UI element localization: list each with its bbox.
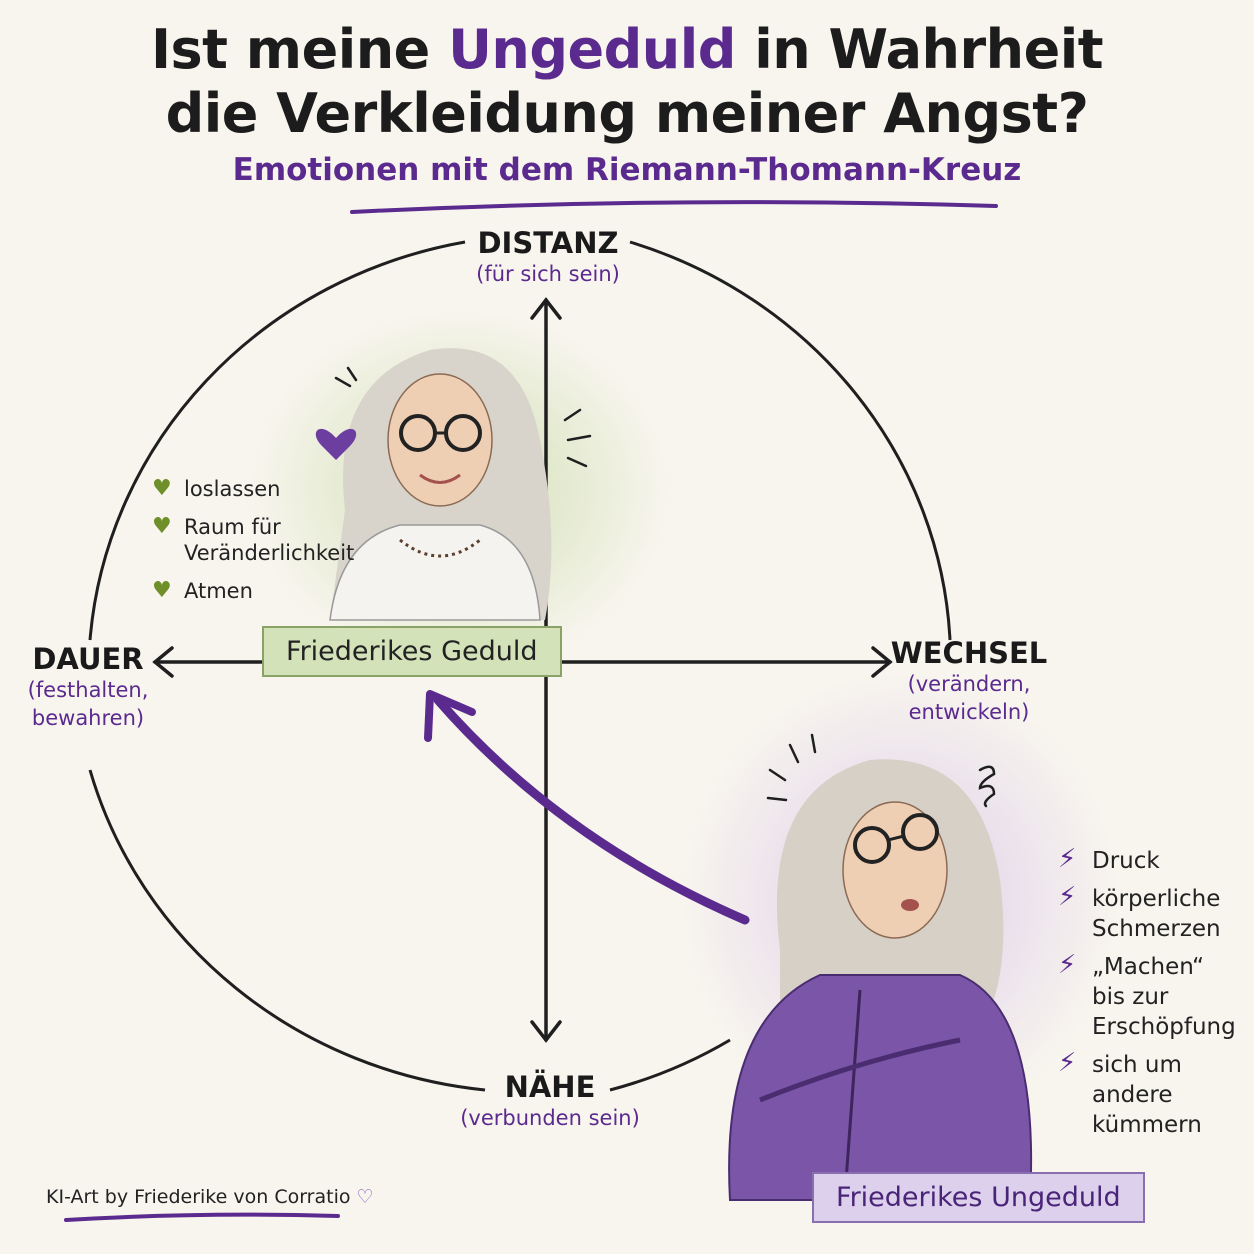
- axis-right: WECHSEL (verändern, entwickeln): [888, 636, 1050, 726]
- heart-icon: ♥: [152, 476, 172, 501]
- axis-top: DISTANZ (für sich sein): [448, 226, 648, 288]
- axis-left-sub-2: bewahren): [31, 706, 145, 730]
- positive-list: ♥ loslassen ♥ Raum für Veränderlichkeit ♥ A…: [152, 476, 354, 616]
- axis-right-label: WECHSEL: [890, 636, 1048, 670]
- circle-outline: [88, 240, 952, 1092]
- lightning-icon: ⚡: [1058, 844, 1077, 874]
- list-item-text: körperliche Schmerzen: [1092, 886, 1221, 942]
- title-text: Ist meine: [150, 18, 449, 81]
- axis-bottom-label: NÄHE: [504, 1070, 596, 1104]
- impatience-portrait: [728, 759, 1033, 1201]
- list-item: ⚡ körperliche Schmerzen: [1058, 884, 1238, 944]
- axis-bottom-sub: (verbunden sein): [460, 1106, 640, 1130]
- subtitle-underline: [350, 200, 998, 214]
- axis-right-sub-2: entwickeln): [908, 700, 1030, 724]
- credit-underline: [64, 1212, 340, 1222]
- list-item-text: sich um andere kümmern: [1092, 1052, 1202, 1138]
- title-line-2: die Verkleidung meiner Angst?: [165, 82, 1089, 145]
- list-item-text: Raum für Veränderlichkeit: [184, 515, 355, 565]
- list-item: ⚡ Druck: [1058, 846, 1238, 876]
- heart-icon: ♥: [152, 514, 172, 539]
- impatience-label: Friederikes Ungeduld: [812, 1172, 1145, 1223]
- list-item: ♥ Raum für Veränderlichkeit: [152, 514, 354, 566]
- negative-list: ⚡ Druck ⚡ körperliche Schmerzen ⚡ „Machen“ …: [1058, 846, 1238, 1148]
- lightning-icon: ⚡: [1058, 950, 1077, 980]
- list-item-text: Druck: [1092, 848, 1160, 874]
- axis-right-sub-1: (verändern,: [907, 672, 1031, 696]
- subtitle: Emotionen mit dem Riemann-Thomann-Kreuz: [232, 152, 1022, 188]
- title-text-end: in Wahrheit: [735, 18, 1104, 81]
- axis-left: DAUER (festhalten, bewahren): [18, 642, 158, 732]
- list-item-text: Atmen: [184, 579, 253, 603]
- title-line-1: Ist meine Ungeduld in Wahrheit: [0, 18, 1254, 82]
- axis-top-label: DISTANZ: [477, 226, 619, 260]
- heart-doodle: [315, 428, 357, 460]
- patience-portrait: [329, 348, 552, 621]
- list-item: ⚡ sich um andere kümmern: [1058, 1050, 1238, 1140]
- list-item: ⚡ „Machen“ bis zur Erschöpfung: [1058, 952, 1238, 1042]
- heart-icon: ♡: [356, 1186, 374, 1208]
- spark-lines: [334, 366, 592, 468]
- transition-arrow: [424, 690, 750, 925]
- list-item-text: loslassen: [184, 477, 281, 501]
- list-item: ♥ loslassen: [152, 476, 342, 502]
- list-item: ♥ Atmen: [152, 578, 342, 604]
- axis-top-sub: (für sich sein): [476, 262, 620, 286]
- credit: KI-Art by Friederike von Corratio ♡: [46, 1186, 374, 1208]
- lightning-icon: ⚡: [1058, 882, 1077, 912]
- worry-marks: [766, 733, 996, 808]
- title-highlight: Ungeduld: [448, 18, 736, 81]
- axis-left-sub-1: (festhalten,: [27, 678, 149, 702]
- heart-icon: ♥: [152, 578, 172, 603]
- list-item-text: „Machen“ bis zur Erschöpfung: [1092, 954, 1236, 1040]
- axis-left-label: DAUER: [32, 642, 144, 676]
- lightning-icon: ⚡: [1058, 1048, 1077, 1078]
- patience-label: Friederikes Geduld: [262, 626, 562, 677]
- credit-text: KI-Art by Friederike von Corratio: [46, 1186, 351, 1208]
- axis-bottom: NÄHE (verbunden sein): [440, 1070, 660, 1132]
